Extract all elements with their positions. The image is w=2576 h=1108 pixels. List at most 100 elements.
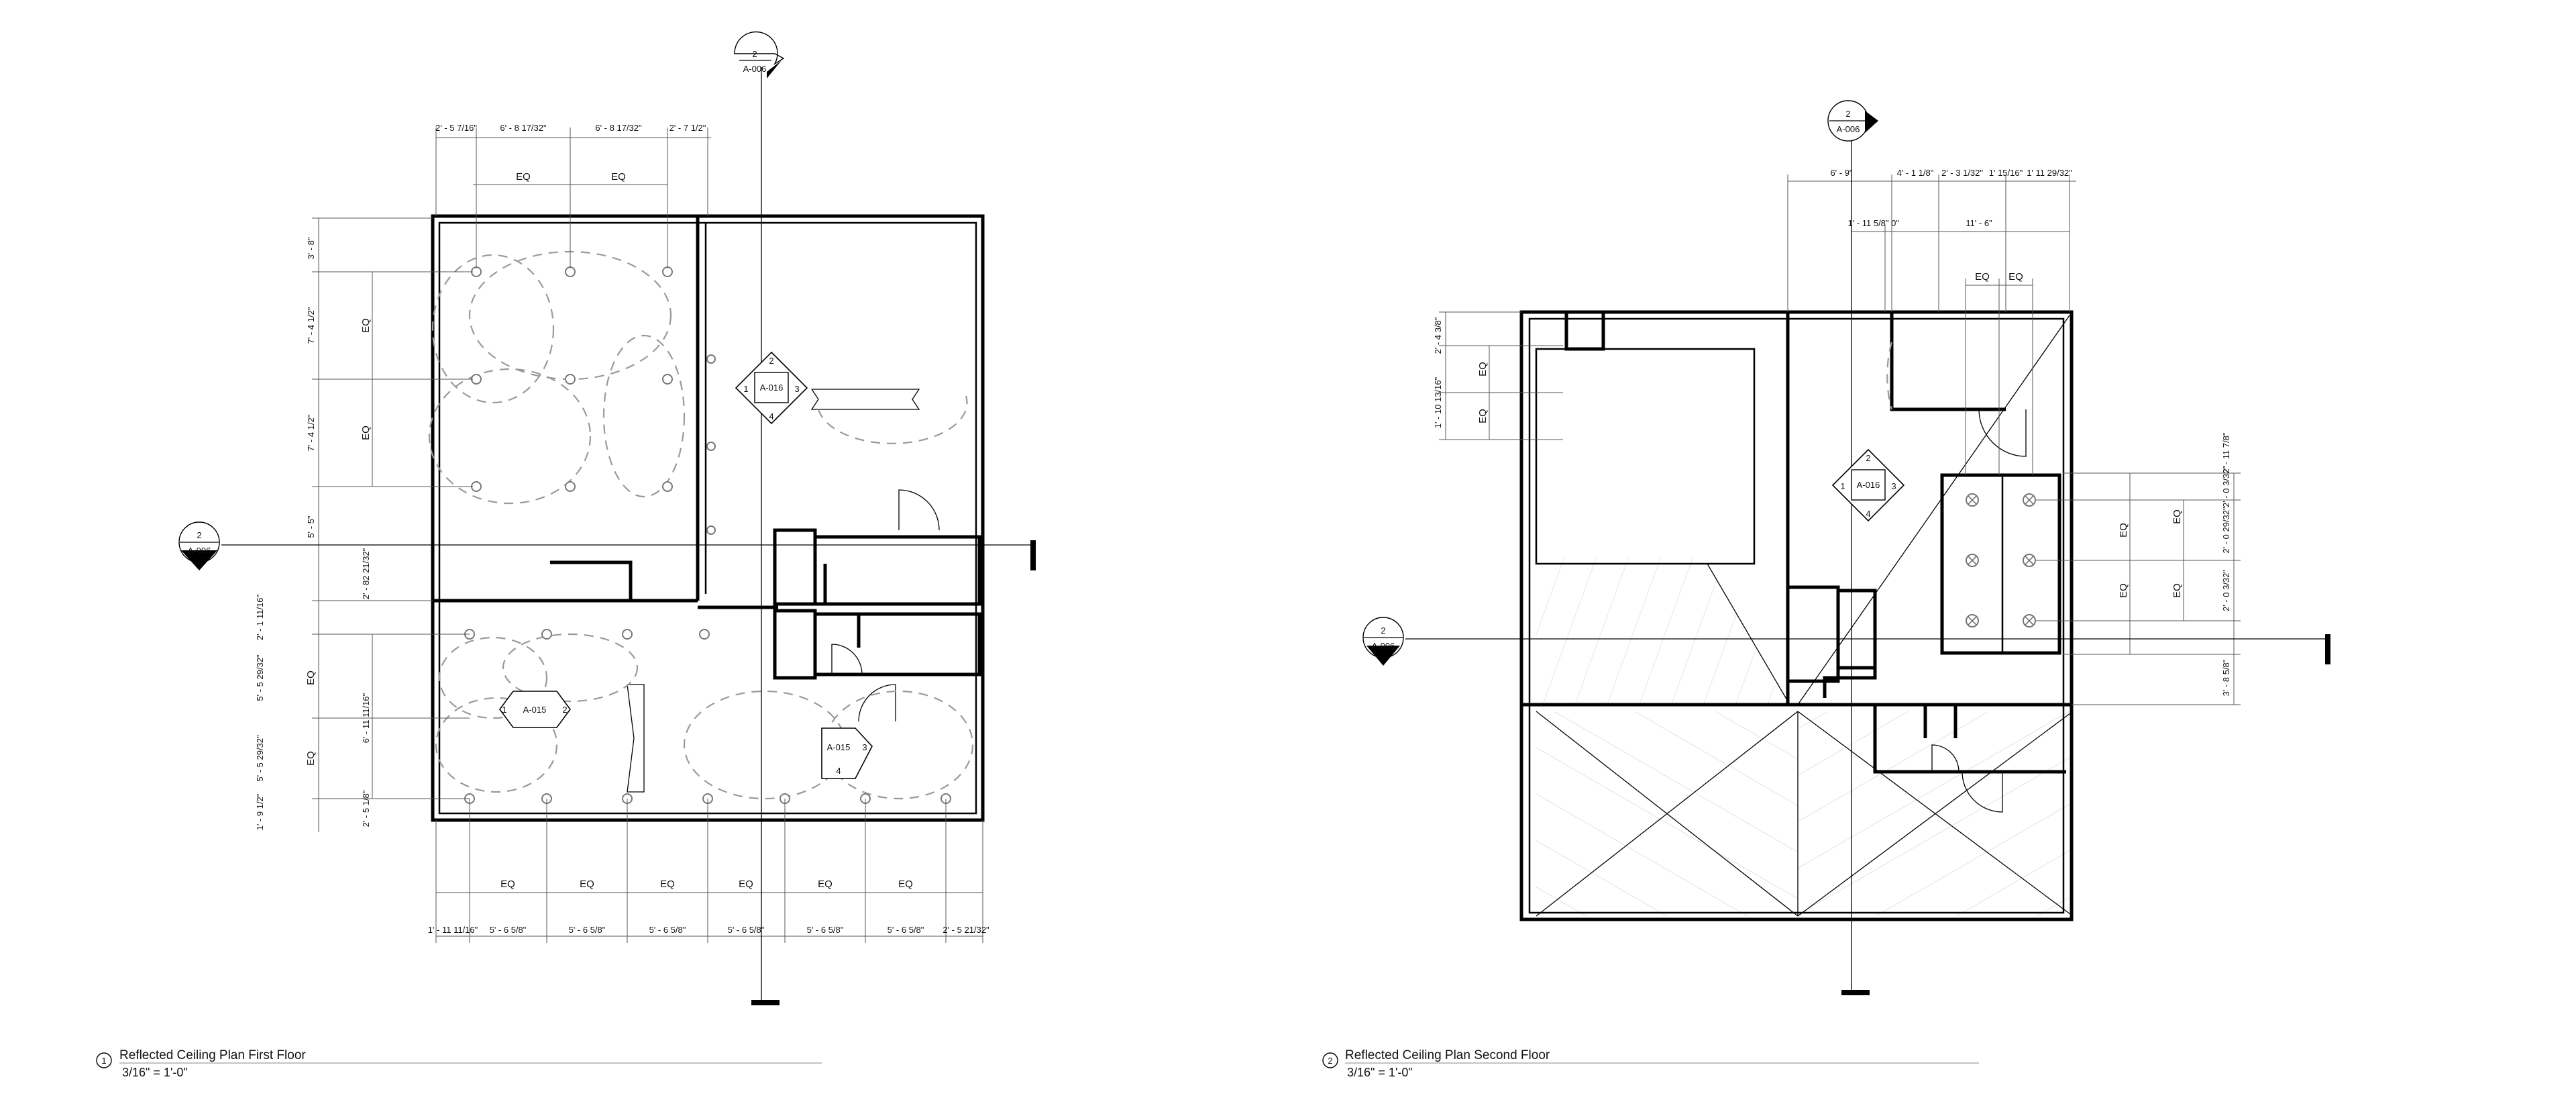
dimension-label: 5' - 5 29/32" — [255, 654, 265, 701]
drawing-scale: 3/16" = 1'-0" — [122, 1066, 188, 1079]
dimension-label: 1' 15/16" — [1989, 168, 2023, 178]
section-cut-mark — [1030, 540, 1036, 570]
elevation-tag: A-016 2 1 3 4 — [735, 351, 808, 425]
svg-text:2: 2 — [769, 356, 773, 366]
elevation-tag: A-016 2 1 3 4 — [1831, 448, 1905, 522]
ceiling-soffit — [438, 636, 548, 719]
second-top-dimensions: 6' - 9" 4' - 1 1/8" 2' - 3 1/32" 1' 15/1… — [1787, 168, 2076, 475]
section-marker: 2 A-006 — [1827, 100, 1878, 142]
second-floor-plan: 6' - 9" 4' - 1 1/8" 2' - 3 1/32" 1' 15/1… — [1322, 100, 2330, 1079]
first-top-dimensions: 2' - 5 7/16" 6' - 8 17/32" 6' - 8 17/32"… — [435, 123, 711, 268]
dimension-label: EQ — [516, 171, 531, 183]
dimension-label: EQ — [305, 670, 317, 685]
dimension-label: 5' - 6 5/8" — [490, 925, 527, 935]
drawing-title: Reflected Ceiling Plan First Floor — [119, 1048, 306, 1062]
dimension-label: 1' - 11 5/8" — [1847, 218, 1888, 228]
dimension-label: 2' - 5 7/16" — [435, 123, 477, 133]
dimension-label: 1' - 10 13/16" — [1433, 376, 1443, 428]
first-bottom-dimensions: EQ EQ EQ EQ EQ EQ 1' - 11 11/16" 5' - 6 … — [428, 799, 989, 943]
svg-text:2: 2 — [1845, 109, 1850, 119]
section-marker: 2 A-006 — [734, 31, 785, 79]
dimension-label: 1' 11 29/32" — [2027, 168, 2072, 178]
dimension-label: EQ — [818, 878, 833, 890]
svg-text:1: 1 — [743, 384, 748, 394]
dimension-label: 6' - 11 11/16" — [361, 693, 371, 743]
dimension-label: 2' - 82 21/32" — [361, 548, 371, 599]
roof-area — [1536, 557, 1784, 705]
section-cut-mark — [751, 1000, 780, 1005]
closet-wall — [773, 609, 817, 680]
dimension-label: 6' - 8 17/32" — [500, 123, 547, 133]
dimension-label: 5' - 5" — [306, 515, 316, 538]
elevation-tag: A-015 3 4 — [821, 727, 873, 779]
dimension-label: 2' - 3 1/32" — [1941, 168, 1983, 178]
stair — [810, 389, 920, 410]
dimension-label: EQ — [360, 425, 372, 440]
drawing-number: 2 — [1328, 1056, 1332, 1066]
closet-wall — [1786, 585, 1840, 683]
dimension-label: 2' - 7 1/2" — [669, 123, 706, 133]
svg-text:2: 2 — [1381, 625, 1385, 636]
drawing-title-1: 1 Reflected Ceiling Plan First Floor 3/1… — [96, 1048, 822, 1079]
closet-wall — [813, 612, 981, 676]
dimension-label: 4' - 1 1/8" — [1897, 168, 1934, 178]
svg-text:A-006: A-006 — [1837, 124, 1860, 134]
svg-text:A-015: A-015 — [523, 705, 547, 715]
stair — [627, 684, 645, 793]
dimension-label: 5' - 6 5/8" — [888, 925, 924, 935]
door-swing — [858, 684, 896, 722]
light-fixtures — [464, 266, 951, 804]
dimension-label: 1' - 11 11/16" — [428, 925, 478, 935]
svg-text:3: 3 — [1891, 481, 1896, 491]
dimension-label: 1' - 9 1/2" — [255, 793, 265, 830]
dimension-label: 2' - 0 29/32" — [2221, 507, 2231, 554]
svg-text:4: 4 — [769, 411, 773, 421]
dimension-label: 7' - 4 1/2" — [306, 414, 316, 451]
dimension-label: 5' - 5 29/32" — [255, 735, 265, 782]
ceiling-soffit — [683, 690, 847, 800]
dimension-label: EQ — [1477, 409, 1489, 423]
svg-text:2: 2 — [752, 49, 757, 59]
interior-wall — [550, 560, 633, 601]
svg-text:1: 1 — [1840, 481, 1845, 491]
dimension-label: 3' - 8" — [306, 237, 316, 259]
door-swing — [1978, 409, 2027, 457]
drawing-title-2: 2 Reflected Ceiling Plan Second Floor 3/… — [1322, 1048, 1979, 1079]
dimension-label: EQ — [1477, 362, 1489, 376]
closet-wall — [1836, 589, 1877, 670]
dimension-label: 2' - 5 21/32" — [943, 925, 989, 935]
dimension-label: 2' - 0 3/32" — [2221, 570, 2231, 611]
dimension-label: 5' - 6 5/8" — [649, 925, 686, 935]
door-swing — [898, 489, 940, 531]
drawing-title: Reflected Ceiling Plan Second Floor — [1345, 1048, 1550, 1062]
dimension-label: EQ — [305, 751, 317, 766]
dimension-label: EQ — [611, 171, 626, 183]
first-floor-plan: 2' - 5 7/16" 6' - 8 17/32" 6' - 8 17/32"… — [96, 31, 1036, 1079]
dimension-label: 6' - 9" — [1830, 168, 1852, 178]
dimension-label: EQ — [739, 878, 753, 890]
dimension-label: EQ — [898, 878, 913, 890]
dimension-label: EQ — [1975, 271, 1990, 283]
interior-wall — [1890, 312, 2006, 411]
exterior-wall — [431, 214, 985, 822]
dimension-label: EQ — [500, 878, 515, 890]
chimney — [1564, 310, 1605, 351]
ceiling-soffit — [428, 368, 592, 505]
ceiling-soffit — [435, 697, 558, 793]
dimension-label: 11' - 6" — [1966, 218, 1992, 228]
built-in — [1940, 473, 2061, 655]
svg-text:3: 3 — [794, 384, 799, 394]
closet-wall — [1823, 658, 1877, 698]
dimension-label: 2' - 4 3/8" — [1433, 317, 1443, 354]
exterior-wall-inner — [1528, 317, 2065, 914]
first-left-dimensions: 3' - 8" 7' - 4 1/2" EQ 7' - 4 1/2" EQ 5'… — [255, 217, 473, 832]
svg-text:2: 2 — [1866, 453, 1870, 463]
svg-text:A-016: A-016 — [760, 383, 784, 393]
door-swing — [1931, 744, 1960, 772]
dimension-label: 7' - 4 1/2" — [306, 307, 316, 344]
dimension-label: 2' - 1 11/16" — [255, 594, 265, 640]
dimension-label: 2' - 11 7/8" — [2221, 432, 2231, 473]
exterior-wall — [1519, 310, 2074, 921]
dimension-label: 5' - 6 5/8" — [569, 925, 606, 935]
